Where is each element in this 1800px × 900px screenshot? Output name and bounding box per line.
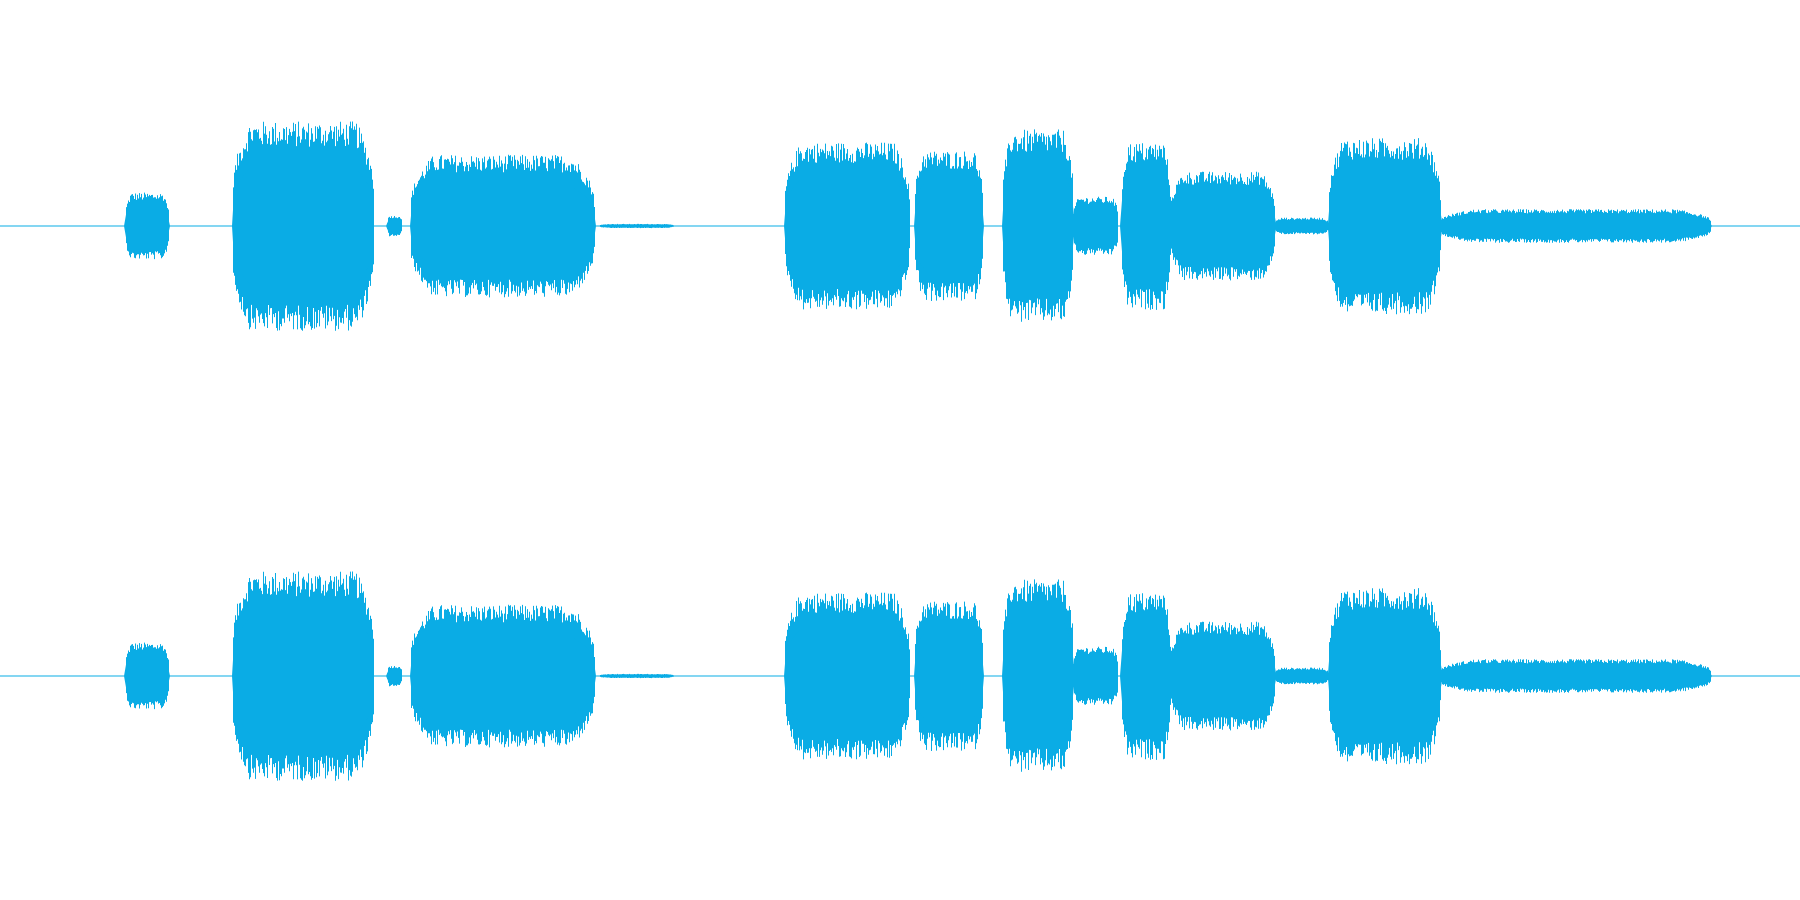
waveform-channel-2[interactable] xyxy=(0,571,1800,781)
waveform-channel-1[interactable] xyxy=(0,121,1800,331)
waveform-envelope xyxy=(0,168,1798,284)
waveform-envelope xyxy=(0,618,1798,734)
